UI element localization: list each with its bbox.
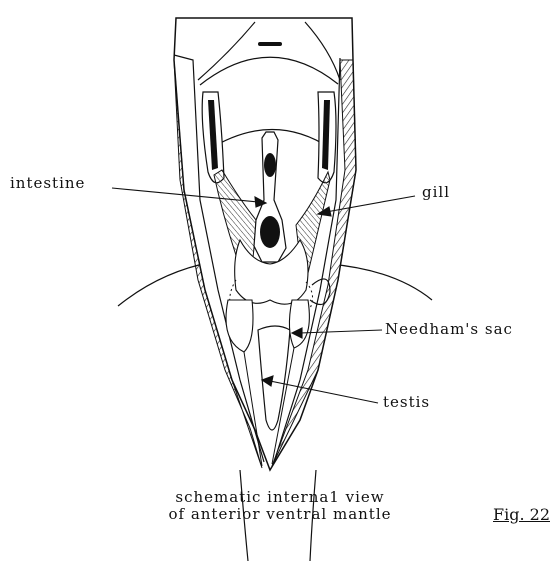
label-testis: testis bbox=[383, 393, 430, 411]
label-needhams-sac: Needham's sac bbox=[385, 320, 513, 338]
figure-number: Fig. 22 bbox=[493, 505, 550, 524]
caption-line-1: schematic interna1 view bbox=[120, 488, 440, 506]
label-gill: gill bbox=[422, 183, 450, 201]
label-intestine: intestine bbox=[10, 174, 85, 192]
body-outline-arc-right bbox=[330, 264, 432, 300]
funnel-mark bbox=[258, 42, 282, 46]
ink-sac-upper bbox=[264, 153, 276, 177]
ink-sac-lower bbox=[260, 216, 280, 248]
caption-line-2: of anterior ventral mantle bbox=[120, 505, 440, 523]
